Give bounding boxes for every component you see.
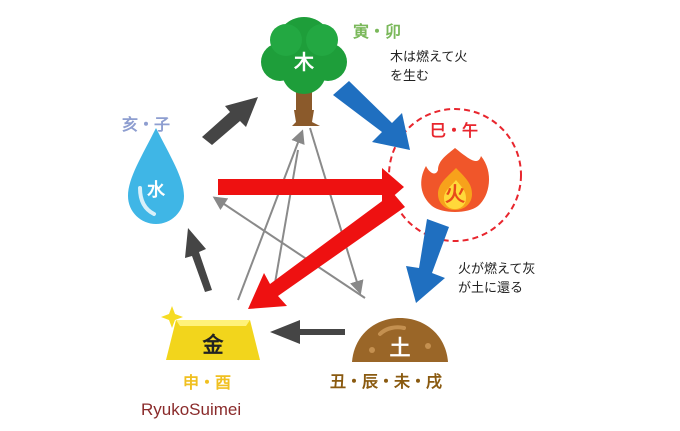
arrow-water-to-wood: [202, 97, 258, 145]
arrow-fire-to-earth: [406, 219, 449, 303]
arrow-water-to-fire: [218, 168, 404, 206]
branch-metal-label: 申・酉: [183, 373, 232, 392]
arrow-metal-to-water: [185, 228, 212, 292]
tree-icon: [261, 17, 347, 126]
note-wood-to-fire: 木は燃えて火を生む: [390, 50, 468, 84]
droplet-icon: [128, 128, 184, 224]
arrow-earth-to-metal: [270, 320, 345, 344]
element-metal-label: 金: [202, 333, 224, 357]
star-line-water-earth: [212, 196, 366, 299]
branch-fire-label: 巳・午: [430, 121, 479, 140]
branch-wood-label: 寅・卯: [353, 22, 402, 41]
flame-icon: [421, 148, 490, 212]
note-fire-to-earth: 火が燃えて灰が土に還る: [458, 262, 536, 296]
branch-water-label: 亥・子: [122, 115, 171, 134]
soil-mound-icon: [352, 318, 448, 362]
star-line-wood-earth: [309, 127, 364, 295]
arrow-wood-to-fire: [333, 81, 410, 150]
element-fire-label: 火: [445, 182, 465, 206]
branch-earth-label: 丑・辰・未・戌: [330, 372, 443, 391]
fire-highlight-ring: [388, 108, 522, 242]
element-earth-label: 土: [389, 336, 411, 360]
star-lines: [212, 127, 366, 301]
star-line-wood-metal: [237, 129, 305, 301]
credit-text: RyukoSuimei: [141, 400, 242, 419]
arrow-fire-to-metal: [248, 193, 405, 309]
gold-bar-icon: [161, 306, 260, 360]
element-water-label: 水: [147, 180, 165, 201]
star-line-earth-wood: [274, 149, 299, 284]
element-wood-label: 木: [294, 50, 314, 74]
